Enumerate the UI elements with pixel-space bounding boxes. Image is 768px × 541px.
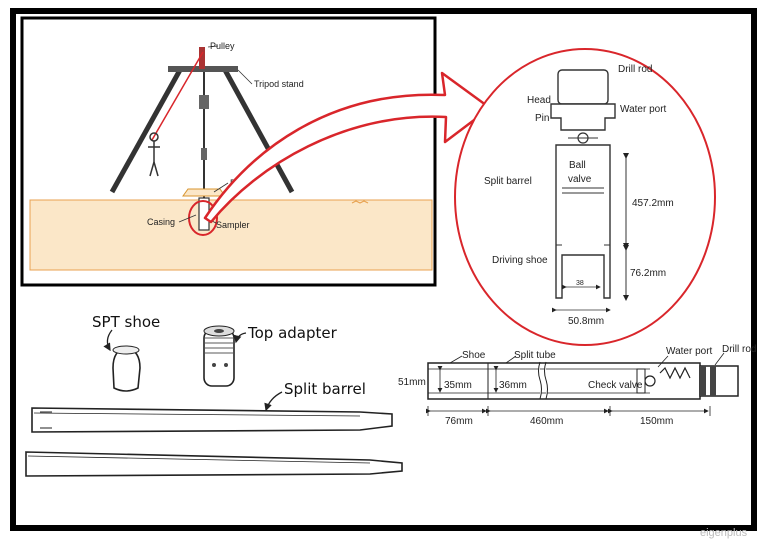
label-tripod-stand: Tripod stand (254, 79, 304, 89)
tripod-leg-left (109, 68, 183, 194)
label-water-port-detail: Water port (620, 104, 667, 115)
dim-36mm: 36mm (499, 380, 527, 391)
rope (151, 51, 204, 141)
dim-457: 457.2mm (632, 198, 674, 209)
label-ball-1: Ball (569, 160, 586, 171)
label-drill-rod-detail: Drill rod (618, 64, 652, 75)
sampler-section: Shoe Split tube Water port Drill rod 51m… (398, 344, 756, 427)
label-head: Head (527, 95, 551, 106)
label-split-tube: Split tube (514, 350, 556, 361)
split-barrel-half-top (31, 407, 393, 433)
dim-76-2: 76.2mm (630, 268, 666, 279)
detail-body (555, 144, 611, 299)
dim-38: 38 (576, 280, 584, 287)
watermark: eigenplus (700, 527, 748, 539)
label-top-adapter: Top adapter (247, 324, 338, 342)
label-sampler: Sampler (216, 220, 250, 230)
label-split-barrel-detail: Split barrel (484, 176, 532, 187)
check-valve-spring (659, 366, 691, 380)
dim-150mm: 150mm (640, 416, 673, 427)
label-shoe: Shoe (462, 350, 486, 361)
tripod-leg-right (222, 68, 295, 194)
dim-460mm: 460mm (530, 416, 563, 427)
check-valve-ball (644, 375, 656, 387)
dim-50-8: 50.8mm (568, 316, 604, 327)
pulley-post (199, 47, 205, 69)
sampler-detail: Drill rod Head Pin Water port Ball valve… (454, 48, 716, 346)
label-driving-shoe: Driving shoe (492, 255, 548, 266)
grass-mark (351, 200, 369, 204)
detail-drill-rod (557, 69, 609, 105)
label-check-valve: Check valve (588, 380, 643, 391)
label-split-barrel-parts: Split barrel (284, 380, 366, 398)
flare-platform (182, 188, 226, 197)
label-ball-2: valve (568, 174, 592, 185)
soil-layer (29, 199, 433, 271)
label-pin: Pin (535, 113, 549, 124)
rod-coupling (201, 148, 207, 160)
parts-sketch: SPT shoe Top adapter Split barrel (25, 313, 403, 477)
detail-head (550, 103, 616, 131)
label-spt-shoe: SPT shoe (92, 313, 160, 331)
label-water-port-section: Water port (666, 346, 713, 357)
dim-35mm: 35mm (444, 380, 472, 391)
label-pulley: Pulley (210, 41, 235, 51)
dim-76mm: 76mm (445, 416, 473, 427)
label-drill-rod-section: Drill rod (722, 344, 756, 355)
hammer (199, 95, 209, 109)
section-drill-rod (699, 365, 739, 397)
person-figure (148, 132, 160, 177)
tripod-panel: Pulley Tripod stand Flare Casing Sampler (20, 16, 437, 287)
dim-51mm: 51mm (398, 377, 426, 388)
label-casing: Casing (147, 217, 175, 227)
